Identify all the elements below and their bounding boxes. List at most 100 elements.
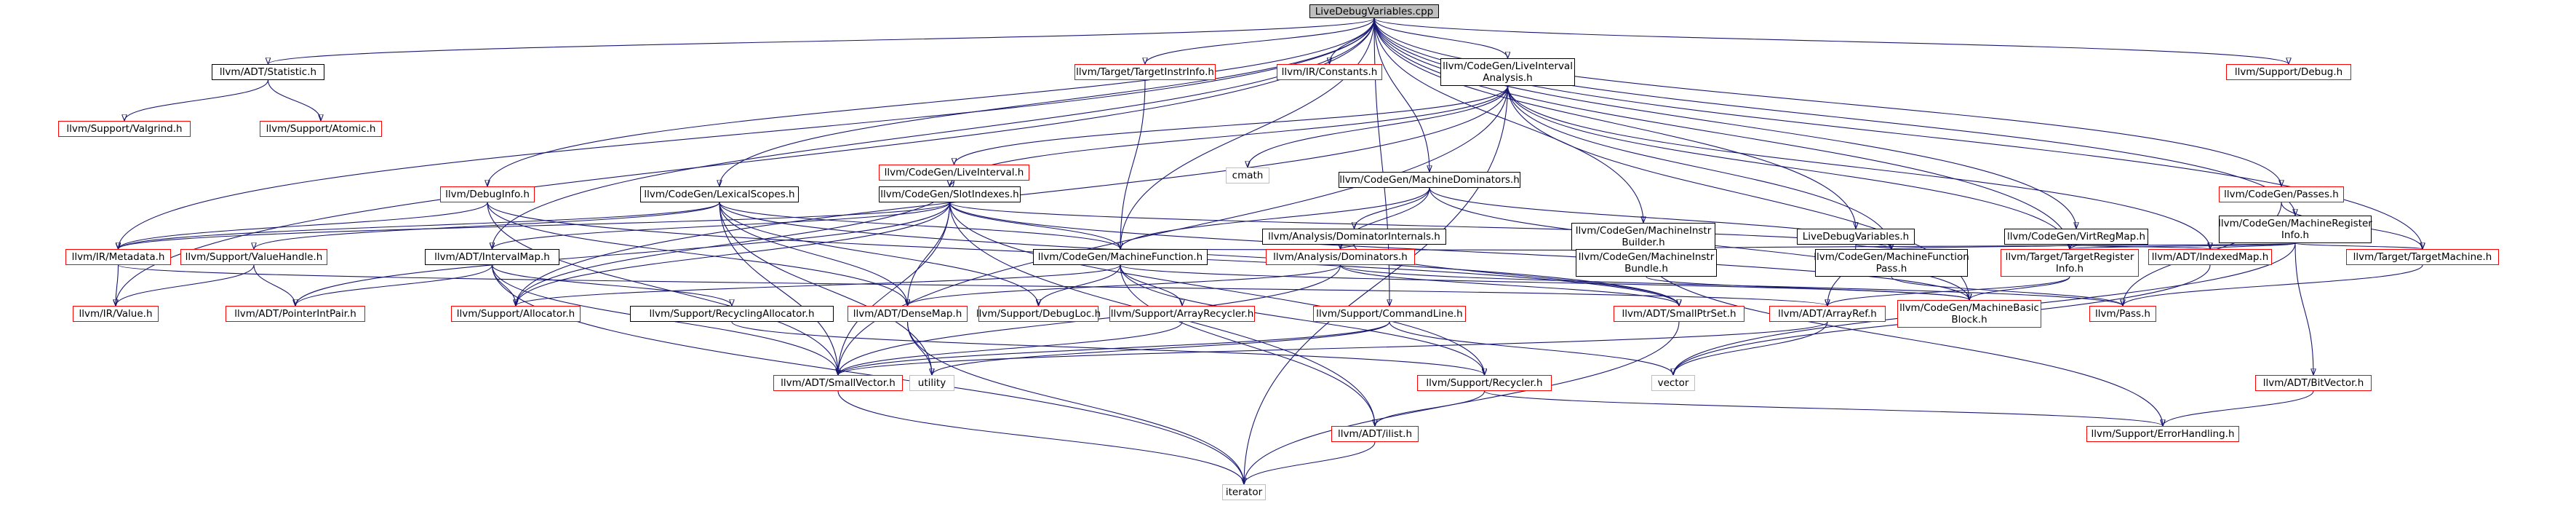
node-debug[interactable]: llvm/Support/Debug.h: [2226, 64, 2351, 80]
edge-mdom-to-domint: [1355, 187, 1430, 229]
edge-valuehandle-to-pointerintpair: [253, 264, 295, 307]
edge-root-to-debuginfo: [487, 17, 1375, 186]
node-mfpass[interactable]: llvm/CodeGen/MachineFunction Pass.h: [1814, 249, 1969, 277]
edge-lexscopes-to-utility: [719, 202, 932, 375]
edge-root-to-lexscopes: [719, 17, 1375, 186]
node-constants[interactable]: llvm/IR/Constants.h: [1277, 64, 1382, 80]
edge-root-to-mf: [1120, 17, 1375, 249]
node-domint[interactable]: llvm/Analysis/DominatorInternals.h: [1262, 229, 1446, 245]
node-densemap[interactable]: llvm/ADT/DenseMap.h: [848, 306, 968, 322]
node-mibuilder[interactable]: llvm/CodeGen/MachineInstr Builder.h: [1571, 223, 1715, 250]
edge-tm-to-pass: [2123, 264, 2423, 307]
node-pass[interactable]: llvm/Pass.h: [2089, 306, 2156, 322]
edge-root-to-debug: [1373, 17, 2289, 65]
edge-statistic-to-valgrind: [124, 79, 269, 122]
node-errorhandling[interactable]: llvm/Support/ErrorHandling.h: [2086, 426, 2239, 442]
node-valuehandle[interactable]: llvm/Support/ValueHandle.h: [180, 249, 327, 265]
node-smallvector[interactable]: llvm/ADT/SmallVector.h: [773, 375, 903, 391]
edge-debuginfo-to-densemap: [487, 202, 908, 306]
node-mbb[interactable]: llvm/CodeGen/MachineBasic Block.h: [1897, 300, 2041, 328]
edge-liveintanalysis-to-liveinterval: [954, 85, 1509, 165]
edge-root-to-passes: [1373, 17, 2281, 186]
edge-smallvector-to-iterator: [837, 390, 1244, 484]
node-atomic[interactable]: llvm/Support/Atomic.h: [260, 121, 382, 137]
node-bitvector[interactable]: llvm/ADT/BitVector.h: [2255, 375, 2372, 391]
edge-intervalmap-to-recyclingalloc: [491, 264, 733, 307]
edge-mf-to-ilist: [1120, 264, 1375, 426]
node-statistic[interactable]: llvm/ADT/Statistic.h: [212, 64, 324, 80]
edge-slotidx-to-metadata: [119, 202, 951, 250]
edge-mibundle-to-mbb: [1646, 276, 1969, 301]
edge-slotidx-to-smallvector: [838, 202, 951, 375]
node-mri[interactable]: llvm/CodeGen/MachineRegister Info.h: [2218, 216, 2372, 243]
node-tti[interactable]: llvm/Target/TargetInstrInfo.h: [1074, 64, 1216, 80]
edge-mf-to-arrayrecycler: [1120, 264, 1182, 307]
node-allocator[interactable]: llvm/Support/Allocator.h: [451, 306, 581, 322]
node-mdom[interactable]: llvm/CodeGen/MachineDominators.h: [1339, 172, 1520, 188]
node-liveintanalysis[interactable]: llvm/CodeGen/LiveInterval Analysis.h: [1440, 58, 1575, 86]
edge-root-to-statistic: [268, 17, 1375, 65]
edge-mri-to-indexedmap: [2210, 243, 2296, 250]
edge-mf-to-allocator: [516, 264, 1121, 307]
node-tm[interactable]: llvm/Target/TargetMachine.h: [2346, 249, 2499, 265]
node-debuginfo[interactable]: llvm/DebugInfo.h: [440, 186, 535, 202]
edge-analysisdom-to-densemap: [908, 264, 1341, 307]
node-commandline[interactable]: llvm/Support/CommandLine.h: [1313, 306, 1466, 322]
edge-slotidx-to-intervalmap: [493, 202, 951, 250]
edge-commandline-to-smallvector: [838, 321, 1390, 376]
node-tri[interactable]: llvm/Target/TargetRegister Info.h: [2001, 249, 2139, 277]
node-vrm[interactable]: llvm/CodeGen/VirtRegMap.h: [2004, 229, 2148, 245]
edge-statistic-to-atomic: [267, 79, 322, 122]
node-recycler[interactable]: llvm/Support/Recycler.h: [1417, 375, 1552, 391]
edge-densemap-to-iterator: [906, 321, 1245, 484]
node-indexedmap[interactable]: llvm/ADT/IndexedMap.h: [2148, 249, 2272, 265]
edge-tri-to-mbb: [1969, 276, 2070, 301]
edge-liveintanalysis-to-iterator: [1244, 85, 1509, 484]
node-slotidx[interactable]: llvm/CodeGen/SlotIndexes.h: [879, 186, 1021, 202]
node-intervalmap[interactable]: llvm/ADT/IntervalMap.h: [425, 249, 559, 265]
edge-tti-to-mf: [1120, 79, 1146, 249]
node-recyclingalloc[interactable]: llvm/Support/RecyclingAllocator.h: [630, 306, 834, 322]
node-pointerintpair[interactable]: llvm/ADT/PointerIntPair.h: [226, 306, 365, 322]
node-arrayref[interactable]: llvm/ADT/ArrayRef.h: [1769, 306, 1886, 322]
edge-mri-to-bitvector: [2294, 242, 2313, 375]
node-valgrind[interactable]: llvm/Support/Valgrind.h: [58, 121, 191, 137]
edge-liveintanalysis-to-cmath: [1248, 85, 1509, 167]
edge-bitvector-to-errorhandling: [2163, 390, 2314, 427]
edge-liveintanalysis-to-indexedmap: [1507, 85, 2211, 249]
node-irvalue[interactable]: llvm/IR/Value.h: [73, 306, 159, 322]
node-analysisdom[interactable]: llvm/Analysis/Dominators.h: [1266, 249, 1415, 265]
node-arrayrecycler[interactable]: llvm/Support/ArrayRecycler.h: [1109, 306, 1255, 322]
node-lexscopes[interactable]: llvm/CodeGen/LexicalScopes.h: [640, 186, 799, 202]
edge-mf-to-recycler: [1120, 264, 1485, 375]
node-root[interactable]: LiveDebugVariables.cpp: [1309, 4, 1439, 18]
node-livedbgvars[interactable]: LiveDebugVariables.h: [1797, 229, 1915, 245]
edge-liveintanalysis-to-mfpass: [1507, 85, 1892, 249]
edge-slotidx-to-mf: [949, 202, 1121, 250]
edge-debuginfo-to-smallvector: [487, 202, 838, 375]
edge-root-to-mdom: [1373, 17, 1429, 172]
node-mf[interactable]: llvm/CodeGen/MachineFunction.h: [1033, 249, 1208, 265]
node-metadata[interactable]: llvm/IR/Metadata.h: [65, 249, 171, 265]
edge-ilist-to-iterator: [1244, 441, 1376, 485]
edge-densemap-to-utility: [906, 321, 933, 375]
edge-arrayrecycler-to-smallvector: [838, 321, 1183, 376]
node-mibundle[interactable]: llvm/CodeGen/MachineInstr Bundle.h: [1576, 249, 1717, 277]
edge-mf-to-debugloc: [1039, 264, 1121, 307]
edge-mibuilder-to-errorhandling: [1643, 250, 2163, 426]
edge-root-to-tm: [1373, 17, 2423, 249]
node-passes[interactable]: llvm/CodeGen/Passes.h: [2219, 186, 2344, 202]
edge-lexscopes-to-debugloc: [719, 202, 1039, 306]
node-utility: utility: [909, 375, 954, 391]
edge-tri-to-arrayref: [1827, 276, 2070, 307]
node-debugloc[interactable]: llvm/Support/DebugLoc.h: [976, 306, 1101, 322]
edge-root-to-intervalmap: [493, 17, 1375, 249]
edge-root-to-tti: [1145, 17, 1375, 65]
edge-valuehandle-to-irvalue: [116, 264, 255, 307]
edge-arrayref-to-vector: [1673, 321, 1828, 376]
node-ilist[interactable]: llvm/ADT/ilist.h: [1331, 426, 1419, 442]
node-smallptrset[interactable]: llvm/ADT/SmallPtrSet.h: [1614, 306, 1744, 322]
node-liveinterval[interactable]: llvm/CodeGen/LiveInterval.h: [879, 165, 1029, 181]
edge-recycler-to-ilist: [1375, 390, 1486, 427]
edge-lexscopes-to-mf: [719, 202, 1120, 250]
